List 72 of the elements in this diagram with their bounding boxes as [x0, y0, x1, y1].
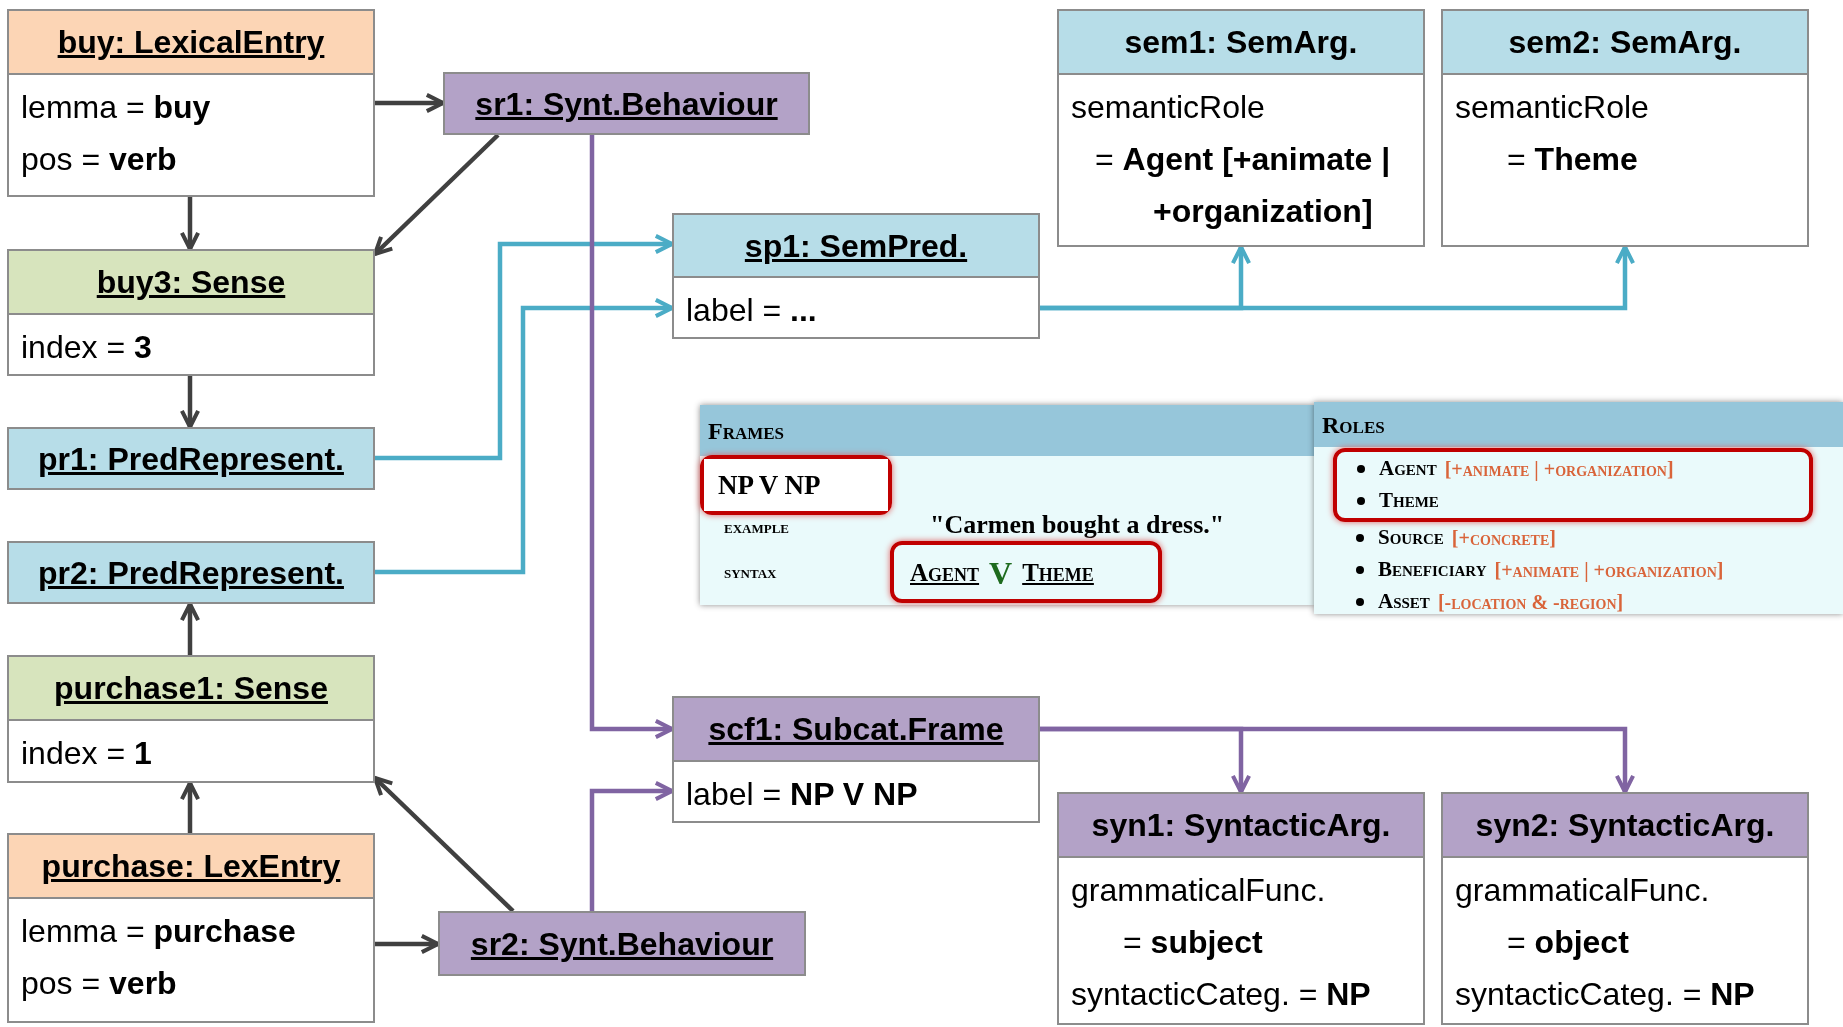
role-restriction: [+animate | +organization]	[1444, 457, 1674, 483]
class-title: sr2: Synt.Behaviour	[440, 913, 804, 974]
class-title: purchase1: Sense	[9, 657, 373, 721]
attribute-text: grammaticalFunc.	[1071, 871, 1327, 910]
class-title: pr1: PredRepresent.	[9, 429, 373, 488]
syntax-role: Agent	[910, 557, 980, 588]
class-title: syn1: SyntacticArg.	[1059, 794, 1423, 858]
example-sentence: "Carmen bought a dress."	[930, 509, 1225, 541]
class-title: scf1: Subcat.Frame	[674, 698, 1038, 762]
class-title: buy3: Sense	[9, 251, 373, 315]
panel-heading: Roles	[1314, 402, 1843, 447]
class-title: sr1: Synt.Behaviour	[445, 74, 808, 133]
panel-heading: Frames	[700, 405, 1314, 456]
role-name: Beneficiary	[1378, 556, 1487, 584]
arrow	[179, 376, 201, 430]
attribute-text: index = 1	[21, 734, 153, 773]
attribute-text: = object	[1506, 923, 1630, 962]
attribute-text: index = 3	[21, 328, 153, 367]
class-title: sem2: SemArg.	[1443, 11, 1807, 75]
roles-panel	[1314, 402, 1843, 614]
class-box	[672, 213, 1040, 339]
attribute-text: syntacticCateg. = NP	[1071, 975, 1372, 1014]
class-box	[1057, 9, 1425, 247]
role-name: Asset	[1378, 588, 1430, 616]
class-box	[7, 655, 375, 783]
highlight-frame	[890, 541, 1162, 603]
role-name: Source	[1378, 524, 1444, 552]
class-title: sem1: SemArg.	[1059, 11, 1423, 75]
role-restriction: [-location & -region]	[1437, 590, 1624, 615]
attribute-text: lemma = purchase	[21, 912, 297, 951]
frames-panel	[700, 405, 1314, 605]
class-box	[1441, 792, 1809, 1025]
attribute-text: syntacticCateg. = NP	[1455, 975, 1756, 1014]
role-name: Theme	[1379, 487, 1439, 515]
role-name: Agent	[1379, 455, 1437, 483]
syntax-verb: V	[989, 555, 1013, 591]
class-title: syn2: SyntacticArg.	[1443, 794, 1807, 858]
arrow	[373, 776, 515, 913]
class-box	[1057, 792, 1425, 1025]
attribute-text: = Theme	[1506, 140, 1639, 179]
arrow	[179, 197, 201, 252]
arrow	[373, 133, 500, 256]
class-box	[7, 9, 375, 197]
attribute-text: label = ...	[686, 291, 818, 330]
class-title: sp1: SemPred.	[674, 215, 1038, 278]
role-restriction: [+concrete]	[1451, 526, 1556, 551]
class-box	[7, 249, 375, 376]
attribute-text: semanticRole	[1071, 88, 1266, 127]
attribute-text: = Agent [+animate | +organization]	[1094, 140, 1392, 231]
class-title: buy: LexicalEntry	[9, 11, 373, 75]
frame-pattern: NP V NP	[704, 459, 888, 511]
field-label: syntax	[724, 560, 777, 584]
class-title: pr2: PredRepresent.	[9, 543, 373, 602]
attribute-text: semanticRole	[1455, 88, 1650, 127]
class-box	[7, 833, 375, 1023]
attribute-text: pos = verb	[21, 140, 178, 179]
arrow	[179, 602, 201, 655]
arrow	[1040, 245, 1636, 311]
role-restriction: [+animate | +organization]	[1494, 558, 1724, 584]
attribute-text: = subject	[1122, 923, 1264, 962]
arrow	[1040, 726, 1636, 795]
highlight-frame	[1333, 448, 1813, 522]
syntax-role: Theme	[1022, 557, 1094, 588]
field-label: example	[724, 515, 789, 539]
attribute-text: grammaticalFunc.	[1455, 871, 1711, 910]
attribute-text: pos = verb	[21, 964, 178, 1003]
class-title: purchase: LexEntry	[9, 835, 373, 899]
class-box	[1441, 9, 1809, 247]
arrow	[179, 781, 201, 833]
class-box	[672, 696, 1040, 823]
attribute-text: lemma = buy	[21, 88, 212, 127]
attribute-text: label = NP V NP	[686, 775, 919, 814]
